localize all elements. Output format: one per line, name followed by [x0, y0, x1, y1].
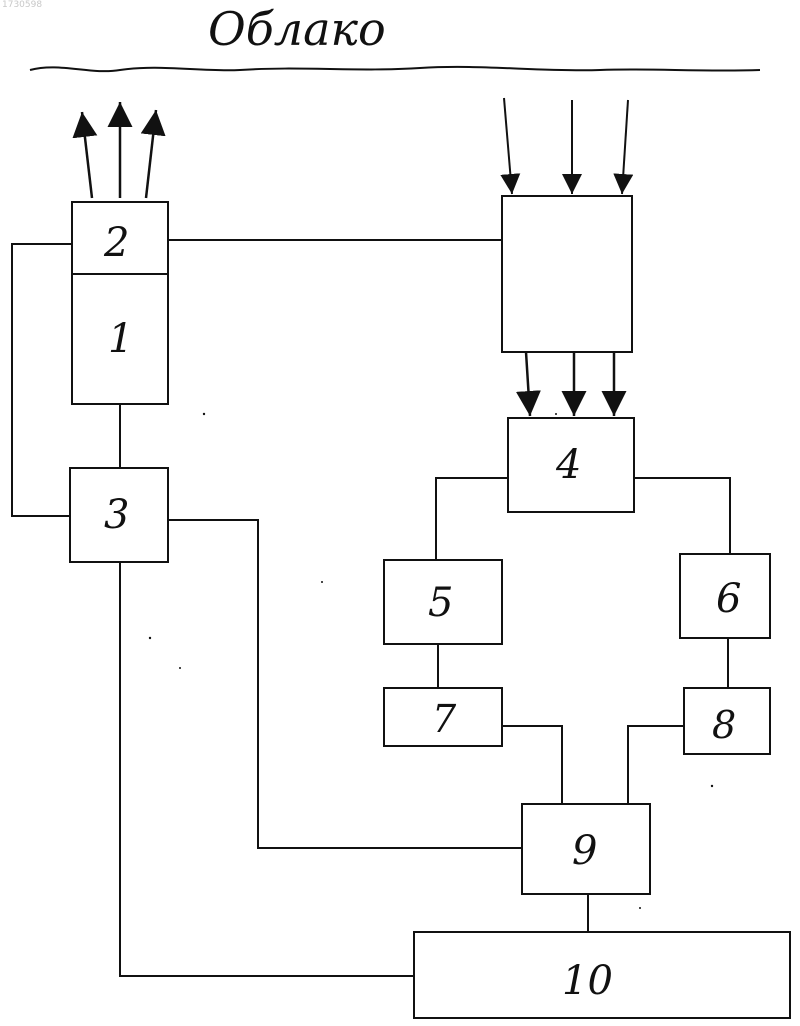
block-7-label: 7 — [432, 697, 457, 741]
block-6-label: 6 — [716, 576, 741, 622]
receiver-to-block4-arrows — [526, 352, 614, 416]
block-receiver — [502, 196, 632, 352]
receive-arrows — [504, 98, 628, 194]
diagram-title: Облако — [208, 2, 386, 56]
cloud-line — [30, 67, 760, 71]
block-8-label: 8 — [712, 703, 736, 747]
block-2-label: 2 — [103, 220, 129, 266]
block-10-label: 10 — [562, 958, 613, 1004]
block-5-label: 5 — [428, 580, 453, 626]
block-4-label: 4 — [555, 442, 581, 488]
block-3-label: 3 — [104, 492, 129, 538]
block-1-label: 1 — [108, 316, 133, 362]
transmit-arrows — [82, 102, 156, 198]
block-9-label: 9 — [572, 828, 597, 874]
